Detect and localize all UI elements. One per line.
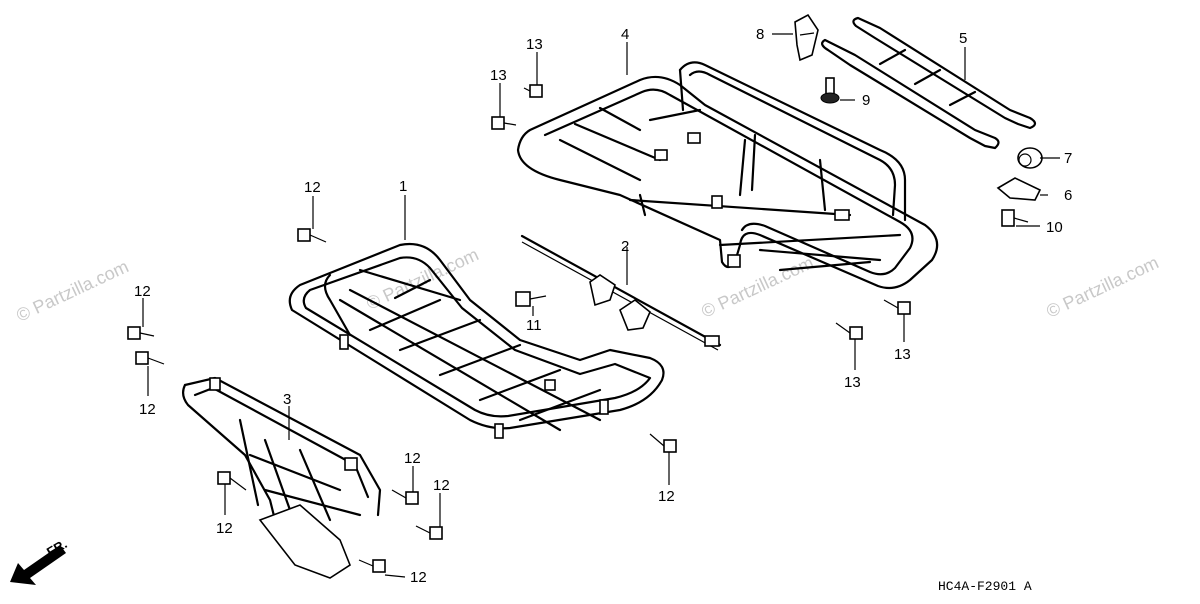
leader-lines bbox=[142, 33, 1060, 578]
watermark: © Partzilla.com bbox=[698, 252, 816, 321]
bolt-12-e bbox=[391, 489, 419, 505]
bolt-13-c bbox=[883, 299, 911, 315]
callout-4: 4 bbox=[621, 26, 629, 43]
bolt-part-10 bbox=[1001, 209, 1029, 227]
bolt-part-9 bbox=[820, 77, 840, 104]
watermark: © Partzilla.com bbox=[363, 244, 481, 313]
clip-part-8 bbox=[794, 13, 819, 62]
bolt-13-d bbox=[835, 322, 863, 340]
callout-12: 12 bbox=[404, 450, 421, 467]
bolt-part-11 bbox=[515, 291, 547, 307]
rod-part-2 bbox=[520, 234, 722, 351]
callout-3: 3 bbox=[283, 391, 291, 408]
callout-8: 8 bbox=[756, 26, 764, 43]
callout-7: 7 bbox=[1064, 150, 1072, 167]
front-guard-part-3 bbox=[181, 376, 382, 579]
bracket-part-5 bbox=[821, 16, 1037, 150]
bolt-12-d bbox=[217, 471, 247, 491]
callout-12: 12 bbox=[216, 520, 233, 537]
watermark: © Partzilla.com bbox=[13, 256, 131, 325]
callout-2: 2 bbox=[621, 238, 629, 255]
callout-5: 5 bbox=[959, 30, 967, 47]
front-direction-arrow-icon bbox=[10, 545, 66, 585]
callout-13: 13 bbox=[490, 67, 507, 84]
diagram-code: HC4A-F2901 A bbox=[938, 579, 1032, 594]
callout-13: 13 bbox=[526, 36, 543, 53]
callout-12: 12 bbox=[433, 477, 450, 494]
callout-12: 12 bbox=[134, 283, 151, 300]
bolt-12-g bbox=[358, 559, 386, 573]
bolt-12-c bbox=[135, 351, 165, 365]
bolt-12-f bbox=[415, 525, 443, 540]
callout-9: 9 bbox=[862, 92, 870, 109]
watermark: © Partzilla.com bbox=[1043, 252, 1161, 321]
collar-part-7 bbox=[1017, 147, 1043, 169]
callout-12: 12 bbox=[139, 401, 156, 418]
callout-6: 6 bbox=[1064, 187, 1072, 204]
bolt-12-b bbox=[127, 326, 155, 340]
bolt-12-h bbox=[649, 433, 677, 453]
bolt-13-b bbox=[491, 116, 517, 130]
front-carrier-part-1 bbox=[288, 242, 665, 439]
callout-12: 12 bbox=[410, 569, 427, 586]
callout-12: 12 bbox=[658, 488, 675, 505]
bolt-12-a bbox=[297, 228, 327, 243]
bolt-13-a bbox=[523, 84, 543, 98]
callout-12: 12 bbox=[304, 179, 321, 196]
rear-carrier-part-4 bbox=[516, 61, 939, 290]
callout-13: 13 bbox=[844, 374, 861, 391]
callout-10: 10 bbox=[1046, 219, 1063, 236]
plate-part-6 bbox=[996, 177, 1042, 201]
callout-1: 1 bbox=[399, 178, 407, 195]
callout-13: 13 bbox=[894, 346, 911, 363]
callout-11: 11 bbox=[526, 317, 542, 334]
